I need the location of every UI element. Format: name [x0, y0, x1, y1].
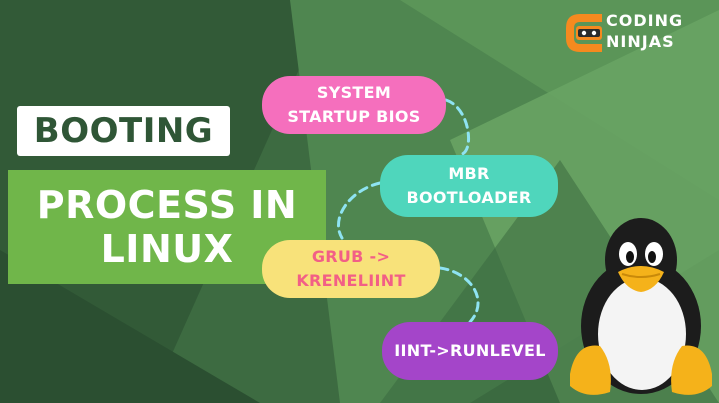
- step-1-line-1: SYSTEM: [316, 83, 392, 102]
- brand-name: CODING NINJAS: [606, 10, 683, 52]
- step-3-line-2: KRENELIINT: [296, 271, 406, 290]
- step-system-startup-bios: SYSTEM STARTUP BIOS: [262, 76, 446, 134]
- brand-line-1: CODING: [606, 11, 684, 30]
- connector-1: [444, 98, 471, 156]
- title-box: BOOTING: [17, 106, 230, 156]
- step-3-line-1: GRUB ->: [311, 247, 391, 266]
- step-4-line-1: IINT->RUNLEVEL: [394, 341, 546, 360]
- ninja-logo-icon: [566, 14, 602, 52]
- tux-penguin-icon: [570, 218, 712, 395]
- step-1-line-2: STARTUP BIOS: [287, 107, 421, 126]
- subtitle-line-2: LINUX: [100, 227, 234, 271]
- title-text: BOOTING: [33, 111, 214, 151]
- connector-2: [336, 181, 382, 240]
- step-grub-kernel: GRUB -> KRENELIINT: [262, 240, 440, 298]
- step-2-line-1: MBR: [448, 164, 490, 183]
- subtitle-box: PROCESS IN LINUX: [8, 170, 326, 284]
- subtitle-line-1: PROCESS IN: [36, 183, 298, 227]
- step-init-runlevel: IINT->RUNLEVEL: [382, 322, 558, 380]
- step-2-line-2: BOOTLOADER: [406, 188, 532, 207]
- brand-line-2: NINJAS: [606, 32, 675, 51]
- step-mbr-bootloader: MBR BOOTLOADER: [380, 155, 558, 217]
- connector-3: [438, 266, 480, 324]
